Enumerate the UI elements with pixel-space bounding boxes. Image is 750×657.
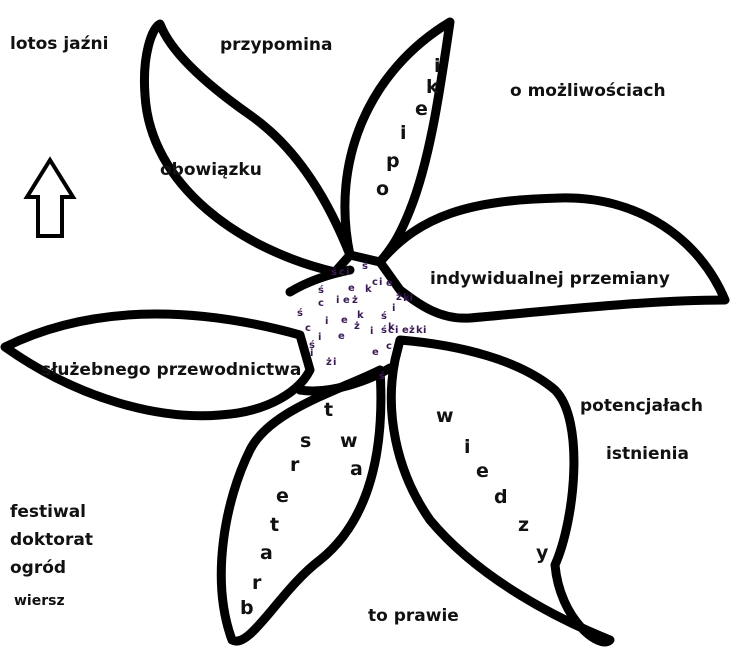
letter-epoki-3: e: [415, 98, 428, 120]
label-przypomina: przypomina: [220, 35, 333, 55]
center-letter: ś: [297, 308, 303, 319]
letter-bottom-5: e: [276, 485, 289, 507]
center-letter: c: [339, 267, 345, 278]
label-potencjalach: potencjałach: [580, 396, 703, 416]
center-letter: e: [402, 325, 409, 336]
letter-epoki-4: i: [400, 122, 407, 144]
petal-top-left: [139, 19, 355, 277]
center-letter: ki: [403, 293, 414, 304]
center-letter: c: [386, 341, 392, 352]
center-letter: k: [365, 284, 372, 295]
center-letter: k: [357, 310, 364, 321]
center-letter: k: [388, 322, 395, 333]
label-sluzebnego-przewodnictwa: służebnego przewodnictwa: [41, 360, 302, 380]
center-letter: ż: [354, 321, 360, 332]
center-letter: c: [305, 323, 311, 334]
label-wiersz: wiersz: [14, 593, 65, 609]
letter-epoki-5: p: [386, 150, 400, 172]
center-letter: ś: [381, 325, 387, 336]
letter-bottom-1: t: [324, 399, 334, 421]
center-letter: c: [318, 298, 324, 309]
center-letter: ś: [362, 261, 368, 272]
center-letter: i: [318, 332, 322, 343]
label-to-prawie: to prawie: [368, 606, 459, 626]
center-letter: ś: [331, 267, 337, 278]
letter-bottom-4: w: [340, 430, 358, 452]
center-letter: e: [372, 347, 379, 358]
label-istnienia: istnienia: [606, 444, 689, 464]
letter-epoki-2: k: [426, 76, 439, 98]
petal-left: [0, 309, 315, 421]
letter-bottom-9: r: [252, 572, 262, 594]
center-letter: ś: [379, 371, 385, 382]
label-obowiazku: obowiązku: [160, 160, 262, 180]
center-letter: e: [386, 278, 393, 289]
label-ogrod: ogród: [10, 558, 67, 578]
letter-epoki-1: i: [434, 55, 441, 77]
center-letter: e: [343, 295, 350, 306]
center-letter: ż: [352, 295, 358, 306]
up-arrow-icon: [23, 156, 77, 238]
letter-wiedzy-5: z: [518, 514, 530, 536]
center-letter: k: [416, 325, 423, 336]
center-letter: i: [379, 277, 383, 288]
center-letter: i: [333, 357, 337, 368]
label-doktorat: doktorat: [10, 530, 93, 550]
center-letter: ż: [409, 325, 415, 336]
center-letter: e: [338, 331, 345, 342]
letter-bottom-8: a: [260, 542, 273, 564]
center-letter: i: [346, 267, 350, 278]
letter-bottom-3: r: [290, 454, 300, 476]
petal-top: [340, 17, 455, 267]
letter-wiedzy-2: i: [464, 436, 471, 458]
center-letter: ż: [396, 292, 402, 303]
center-letter: i: [370, 326, 374, 337]
center-letter: i: [310, 348, 314, 359]
center-letter: i: [336, 295, 340, 306]
center-letter: i: [423, 325, 427, 336]
petal-right-upper: [375, 193, 730, 323]
letter-epoki-6: o: [376, 178, 390, 200]
center-letter: c: [388, 325, 394, 336]
label-o-mozliwosciach: o możliwościach: [510, 81, 666, 101]
letter-wiedzy-6: y: [536, 542, 549, 564]
petal-right-lower: [386, 335, 615, 647]
center-letter: ż: [326, 357, 332, 368]
letter-bottom-6: a: [350, 458, 363, 480]
center-letter: ś: [381, 311, 387, 322]
center-letter: ś: [309, 340, 315, 351]
label-festiwal: festiwal: [10, 502, 87, 522]
label-indywidualnej-przemiany: indywidualnej przemiany: [430, 269, 670, 289]
center-letter: i: [325, 316, 329, 327]
center-letter: e: [341, 315, 348, 326]
center-letter: e: [348, 283, 355, 294]
label-lotos-jazni: lotos jaźni: [10, 34, 109, 54]
center-letter: i: [395, 325, 399, 336]
letter-wiedzy-1: w: [436, 405, 454, 427]
letter-bottom-2: s: [300, 430, 312, 452]
letter-bottom-7: t: [270, 514, 280, 536]
center-letter: i: [392, 303, 396, 314]
center-letter: c: [372, 277, 378, 288]
letter-bottom-10: b: [240, 597, 254, 619]
petal-bottom: [216, 365, 386, 646]
letter-wiedzy-4: d: [494, 486, 508, 508]
letter-wiedzy-3: e: [476, 460, 489, 482]
center-letter: ś: [318, 285, 324, 296]
